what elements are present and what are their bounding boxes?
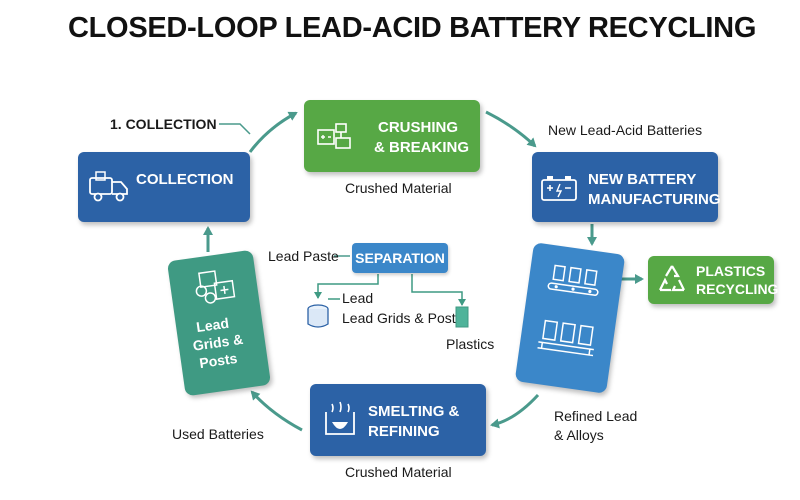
separation-to-plastics (411, 274, 466, 306)
grid-icon (191, 266, 240, 313)
smelting-output-label: Crushed Material (345, 464, 452, 480)
lead-grids-posts-label: Lead Grids & Posts (342, 310, 463, 326)
diagram-title: CLOSED-LOOP LEAD-ACID BATTERY RECYCLING (68, 12, 757, 44)
plastic-bin-icon (455, 306, 469, 333)
refined-line1: Refined Lead (554, 408, 638, 424)
furnace-icon (320, 398, 360, 447)
manufacturing-input-label: New Lead-Acid Batteries (548, 122, 703, 138)
truck-icon (88, 170, 130, 209)
plastics-recycling-card: PLASTICS RECYCLING (648, 256, 778, 304)
separation-to-lead (314, 274, 379, 299)
plastics-line1: PLASTICS (696, 263, 766, 279)
separation-box: SEPARATION (352, 243, 448, 273)
crushing-output-label: Crushed Material (345, 180, 452, 196)
collection-card: COLLECTION (78, 143, 250, 222)
manufacturing-line2: MANUFACTURING (588, 191, 721, 208)
smelting-line1: SMELTING & (368, 403, 460, 420)
used-batteries-label: Used Batteries (172, 426, 264, 442)
smelting-card: SMELTING & REFINING (310, 375, 486, 456)
separation-label: SEPARATION (355, 250, 445, 266)
battery-stack-icon (533, 316, 599, 371)
battery-production-panel (514, 242, 626, 394)
battery-icon (540, 174, 580, 209)
lead-paste-label: Lead Paste (268, 248, 339, 264)
step-label: 1. COLLECTION (110, 116, 217, 132)
recycle-icon (654, 262, 690, 303)
arrow-collection-to-crushing (248, 111, 298, 153)
lead-label: Lead (342, 290, 374, 306)
refined-line2: & Alloys (554, 427, 604, 443)
crushing-line2: & BREAKING (374, 139, 470, 156)
smelting-line2: REFINING (368, 423, 440, 440)
arrow-crushing-to-manufacturing (485, 110, 537, 148)
battery-conveyor-icon (544, 259, 606, 311)
crushing-line1: CRUSHING (378, 119, 459, 136)
step-label-connector (219, 123, 251, 135)
arrow-panel-to-smelting (490, 393, 540, 429)
manufacturing-card: NEW BATTERY MANUFACTURING (532, 143, 721, 222)
manufacturing-line1: NEW BATTERY (588, 171, 697, 188)
arrow-smelting-to-grids (250, 390, 303, 432)
lead-grids-card: Lead Grids & Posts (166, 249, 272, 397)
plastics-line2: RECYCLING (696, 281, 779, 297)
plastics-label: Plastics (446, 336, 495, 352)
crusher-icon (316, 116, 356, 161)
collection-label: COLLECTION (136, 171, 234, 188)
crushing-card: CRUSHING & BREAKING (304, 91, 480, 172)
ingot-icon (306, 304, 330, 335)
grids-line3: Posts (198, 349, 239, 372)
